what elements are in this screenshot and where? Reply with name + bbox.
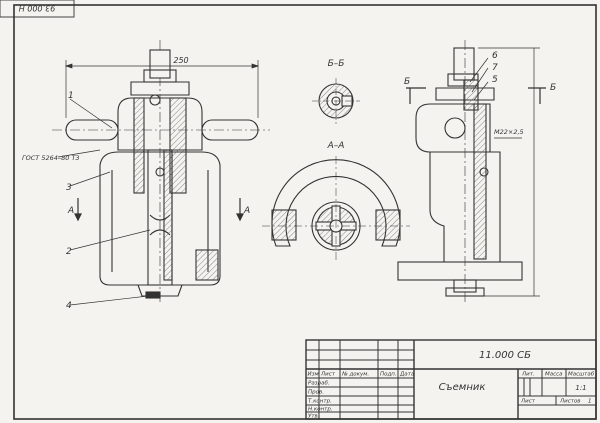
callout-leaders-right xyxy=(469,57,522,139)
col-header-data: Дата xyxy=(399,372,415,378)
corner-code: 93.000 Н xyxy=(19,4,56,13)
section-bb xyxy=(312,78,360,124)
row-razrab: Разраб. xyxy=(308,381,330,387)
right-side-view xyxy=(397,40,523,305)
drawing-frame xyxy=(13,4,597,420)
scale-label: Масштаб xyxy=(568,372,595,378)
height-dimension xyxy=(478,47,540,297)
section-aa-title: А–А xyxy=(327,141,345,151)
scale-value: 1:1 xyxy=(575,384,586,392)
title-block xyxy=(305,339,597,420)
sheets-label: Листов xyxy=(559,399,581,405)
callout-3: 3 xyxy=(66,183,72,193)
collar xyxy=(130,81,190,96)
product-name: Съемник xyxy=(439,382,486,393)
left-front-view xyxy=(52,40,270,305)
thread-spec: М22×2,5 xyxy=(494,128,524,136)
corner-stamp: 93.000 Н xyxy=(0,0,75,18)
callout-7: 7 xyxy=(492,63,498,73)
cut-a-left-label: А xyxy=(67,206,74,216)
main-body xyxy=(117,97,203,151)
row-nkontr: Н.контр. xyxy=(308,407,333,413)
callout-2: 2 xyxy=(66,247,72,257)
dimension-250-label: 250 xyxy=(173,56,188,65)
puller-yoke xyxy=(99,151,221,286)
gost-weld-note: ГОСТ 5264–80 Т3 xyxy=(22,154,80,162)
mass-label: Масса xyxy=(545,372,563,378)
callout-1: 1 xyxy=(68,91,74,101)
section-aa-arc xyxy=(271,159,401,247)
col-header-list: Лист xyxy=(320,372,336,378)
col-header-dokum: № докум. xyxy=(341,372,369,378)
sheet-label: Лист xyxy=(520,399,536,405)
section-aa xyxy=(262,156,410,262)
doc-number: 11.000 СБ xyxy=(479,350,531,361)
row-utv: Утв. xyxy=(308,414,320,420)
lower-jaw xyxy=(137,284,183,297)
lit-label: Лит. xyxy=(521,372,535,378)
cut-b-markers xyxy=(406,87,546,104)
callout-4: 4 xyxy=(66,301,72,311)
callout-5: 5 xyxy=(492,75,498,85)
cut-b-left-label: Б xyxy=(404,77,410,87)
col-header-izm: Изм xyxy=(308,372,319,378)
right-base-plate xyxy=(397,261,523,281)
row-prov: Пров. xyxy=(308,390,324,396)
col-header-podp: Подп. xyxy=(380,372,397,378)
cut-b-right-label: Б xyxy=(550,83,556,93)
cut-a-markers xyxy=(74,198,244,222)
sheets-value: 1 xyxy=(588,399,592,405)
screw-top xyxy=(149,49,171,79)
row-tkontr: Т.контр. xyxy=(308,399,332,405)
section-bb-title: Б–Б xyxy=(328,59,345,69)
cut-a-right-label: А xyxy=(243,206,250,216)
dimension-250 xyxy=(64,60,260,118)
right-screw-top xyxy=(453,47,475,81)
callout-6: 6 xyxy=(492,51,498,61)
callout-leaders-left xyxy=(57,98,151,306)
